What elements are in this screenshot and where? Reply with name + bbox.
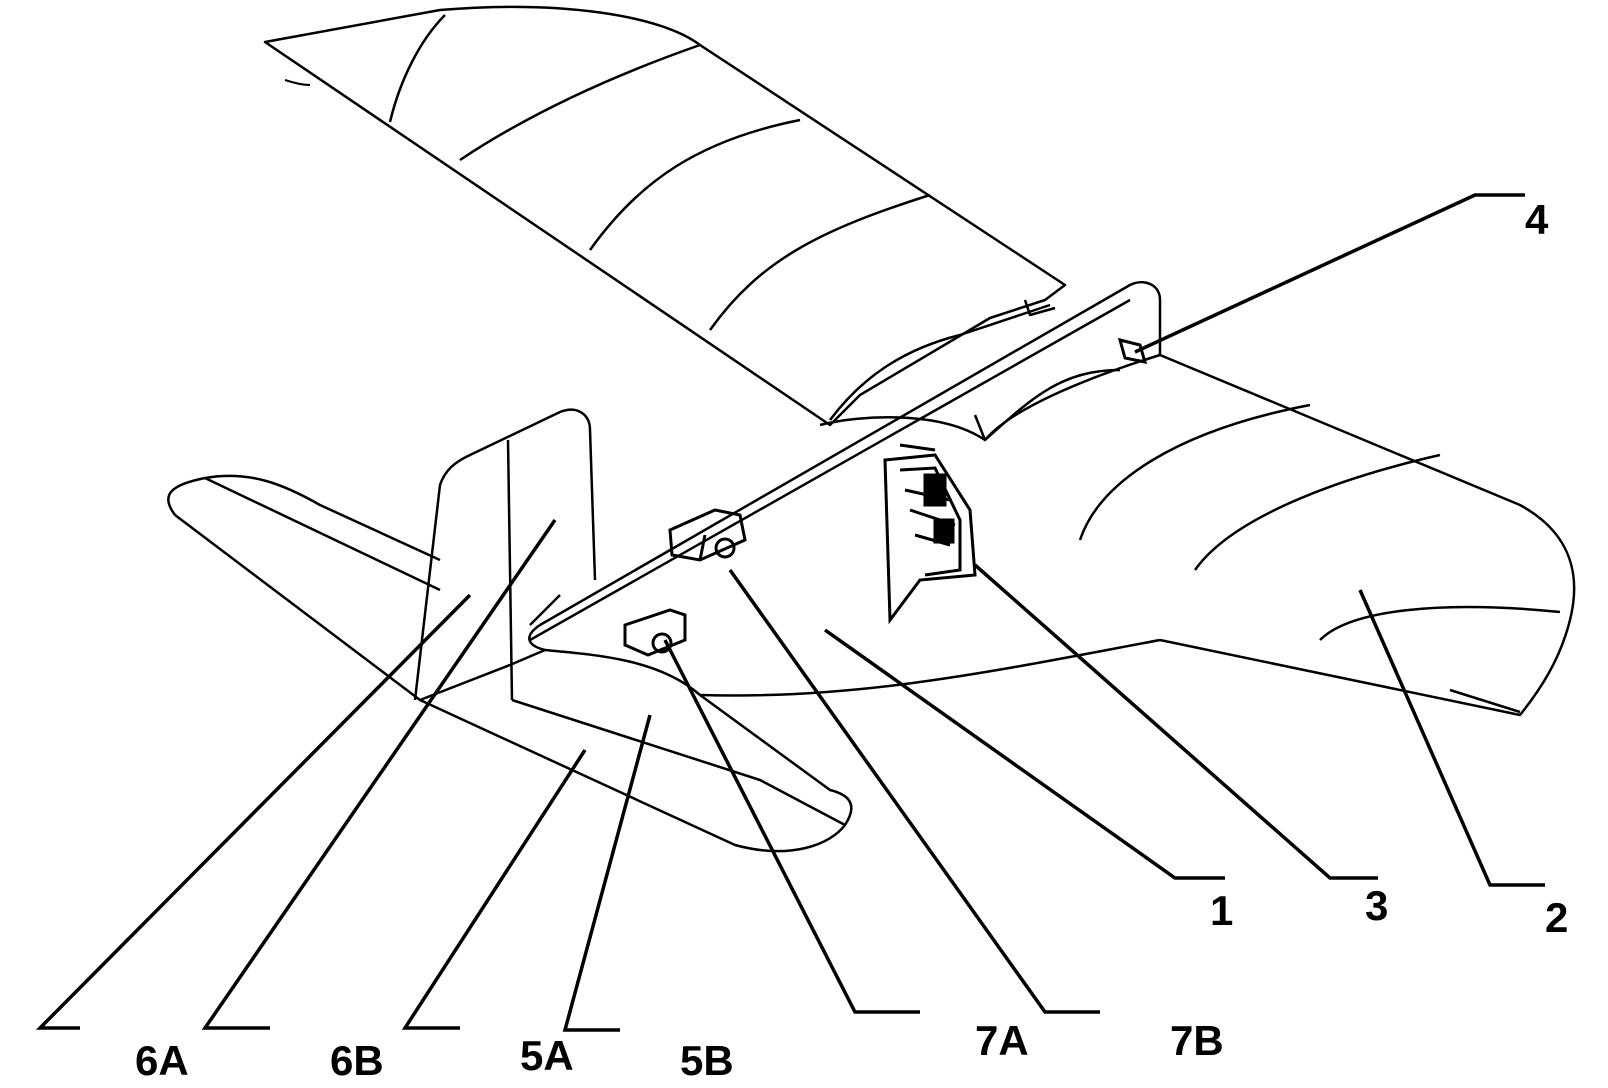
label-6a: 6A	[135, 1037, 189, 1084]
part-4-tab	[1117, 337, 1148, 364]
leader-lines	[35, 193, 1545, 1032]
label-5a: 5A	[520, 1032, 574, 1079]
label-5b: 5B	[680, 1037, 734, 1084]
label-4: 4	[1525, 196, 1549, 243]
leader-3	[973, 563, 1378, 880]
label-6b: 6B	[330, 1037, 384, 1084]
leader-5a	[401, 749, 587, 1030]
part-3-hinge-mechanism	[883, 443, 977, 625]
label-7b: 7B	[1170, 1017, 1224, 1064]
leader-1	[823, 628, 1225, 880]
label-3: 3	[1365, 882, 1388, 929]
part-labels: 4 1 3 2 6A 6B 5A 5B 7A 7B	[135, 196, 1568, 1084]
label-2: 2	[1545, 894, 1568, 941]
leader-6b	[201, 519, 557, 1030]
leader-2	[1358, 589, 1545, 887]
front-wing	[263, 5, 1067, 427]
leader-7a	[663, 639, 920, 1014]
leader-4	[1134, 193, 1525, 354]
rear-wing	[984, 353, 1576, 717]
fuselage-body	[528, 281, 1162, 697]
vertical-fin	[413, 408, 597, 701]
fittings-7	[623, 508, 747, 657]
horizontal-tail	[167, 474, 853, 853]
label-1: 1	[1210, 887, 1233, 934]
leader-6a	[35, 593, 472, 1030]
label-7a: 7A	[975, 1017, 1029, 1064]
leader-5b	[562, 714, 652, 1032]
leader-7b	[728, 568, 1100, 1014]
